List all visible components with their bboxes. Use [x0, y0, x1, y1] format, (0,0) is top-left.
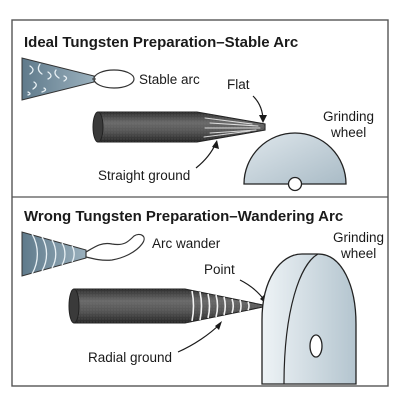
- arc-wander-shape: [21, 231, 145, 277]
- stable-arc-label: Stable arc: [139, 72, 200, 87]
- section-wrong: Wrong Tungsten Preparation–Wandering Arc…: [21, 208, 384, 385]
- grinding-wheel-label-line2: wheel: [340, 246, 376, 261]
- outer-border: [11, 19, 389, 387]
- grinding-wheel-2: [261, 253, 357, 385]
- grinding-wheel-label-line1: Grinding: [333, 230, 384, 245]
- straight-ground-label: Straight ground: [98, 168, 190, 183]
- electrode-radial-ground: [68, 288, 269, 324]
- flat-label: Flat: [227, 77, 250, 92]
- section-heading: Ideal Tungsten Preparation–Stable Arc: [24, 34, 298, 51]
- grinding-wheel-1: [243, 132, 347, 192]
- section-heading: Wrong Tungsten Preparation–Wandering Arc: [24, 208, 343, 225]
- grinding-wheel-label-line1: Grinding: [323, 109, 374, 124]
- grinding-wheel-label-line2: wheel: [330, 125, 366, 140]
- point-label: Point: [204, 262, 235, 277]
- electrode-straight-ground: [92, 111, 266, 143]
- section-ideal: Ideal Tungsten Preparation–Stable Arc St…: [21, 34, 374, 192]
- radial-ground-label: Radial ground: [88, 350, 172, 365]
- arc-wander-label: Arc wander: [152, 236, 221, 251]
- stable-arc-shape: [21, 57, 135, 101]
